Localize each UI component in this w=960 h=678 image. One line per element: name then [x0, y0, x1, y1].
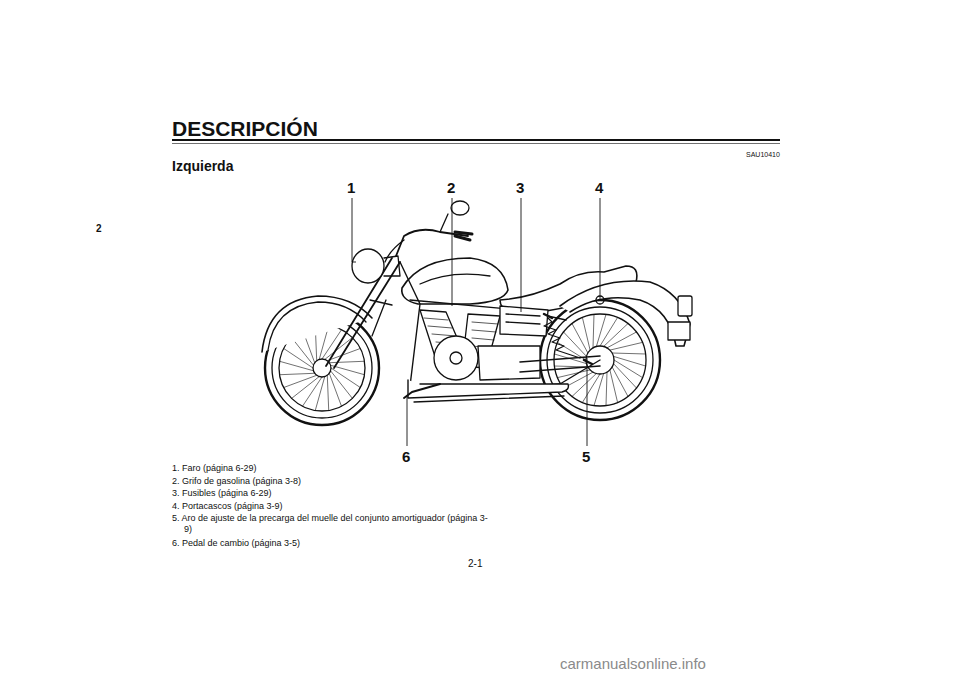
drawing-part — [352, 249, 384, 283]
drawing-part — [172, 143, 780, 144]
parts-list-item: 2. Grifo de gasolina (página 3-8) — [172, 476, 301, 487]
drawing-part — [331, 371, 353, 399]
watermark: carmanualsonline.info — [560, 655, 706, 673]
drawing-part — [262, 296, 372, 352]
drawing-part — [329, 361, 364, 362]
drawing-part — [521, 198, 522, 312]
drawing-part — [593, 314, 595, 347]
drawing-part — [594, 374, 604, 406]
drawing-part — [315, 377, 325, 411]
drawing-part — [606, 372, 608, 405]
drawing-part — [280, 361, 314, 371]
drawing-part — [450, 352, 462, 364]
drawing-part — [280, 373, 315, 374]
callout-number: 1 — [347, 179, 355, 197]
drawing-part — [678, 296, 692, 316]
chapter-tab: 2 — [96, 223, 102, 235]
drawing-part — [370, 300, 392, 336]
drawing-part — [455, 232, 472, 240]
callout-number: 6 — [402, 448, 410, 466]
drawing-part — [327, 375, 328, 410]
drawing-part — [420, 274, 490, 284]
parts-list-item: 3. Fusibles (página 6-29) — [172, 488, 272, 499]
drawing-part — [407, 396, 408, 446]
drawing-part — [612, 367, 628, 396]
page-number: 2-1 — [468, 558, 482, 570]
callout-number: 4 — [595, 179, 603, 197]
drawing-part — [440, 214, 448, 232]
parts-list-item: 1. Faro (página 6-29) — [172, 463, 257, 474]
drawing-part — [478, 346, 540, 380]
drawing-part — [408, 380, 568, 398]
drawing-part — [506, 314, 540, 324]
drawing-part — [284, 375, 317, 387]
drawing-part — [452, 198, 453, 306]
drawing-part — [414, 396, 564, 402]
drawing-part — [600, 198, 601, 300]
drawing-part — [385, 240, 404, 262]
heading-rule — [172, 140, 780, 144]
drawing-part — [572, 324, 588, 353]
drawing-part — [607, 332, 636, 348]
drawing-part — [329, 373, 341, 406]
drawing-part — [596, 314, 606, 346]
drawing-part — [451, 201, 469, 215]
drawing-part — [668, 322, 690, 340]
leader-lines — [352, 198, 600, 446]
page-heading: DESCRIPCIÓN — [172, 116, 318, 141]
drawing-part — [500, 306, 548, 336]
callout-number: 3 — [516, 179, 524, 197]
callout-number: 2 — [447, 179, 455, 197]
parts-list-item: 4. Portacascos (página 3-9) — [172, 501, 283, 512]
drawing-part — [402, 258, 508, 304]
document-code: SAU10410 — [746, 151, 780, 159]
drawing-part — [292, 377, 320, 399]
drawing-part — [582, 318, 590, 351]
drawing-part — [544, 318, 580, 358]
parts-list-item: 6. Pedal de cambio (página 3-5) — [172, 538, 300, 549]
callout-number: 5 — [582, 448, 590, 466]
drawing-part — [284, 348, 313, 368]
drawing-part — [352, 198, 356, 262]
drawing-part — [560, 281, 690, 346]
drawing-part — [612, 353, 645, 355]
drawing-part — [434, 336, 478, 380]
drawing-part — [302, 377, 322, 406]
drawing-part — [325, 338, 353, 360]
drawing-part — [587, 358, 588, 446]
drawing-part — [520, 356, 600, 372]
drawing-part — [400, 262, 600, 390]
section-heading: Izquierda — [172, 158, 233, 175]
parts-list-item: 5. Aro de ajuste de la precarga del muel… — [172, 513, 494, 535]
drawing-part — [404, 384, 440, 398]
motorcycle-illustration — [262, 201, 692, 425]
drawing-part — [614, 356, 646, 366]
drawing-part — [331, 368, 360, 388]
drawing-part — [610, 370, 618, 403]
drawing-part — [610, 342, 643, 350]
